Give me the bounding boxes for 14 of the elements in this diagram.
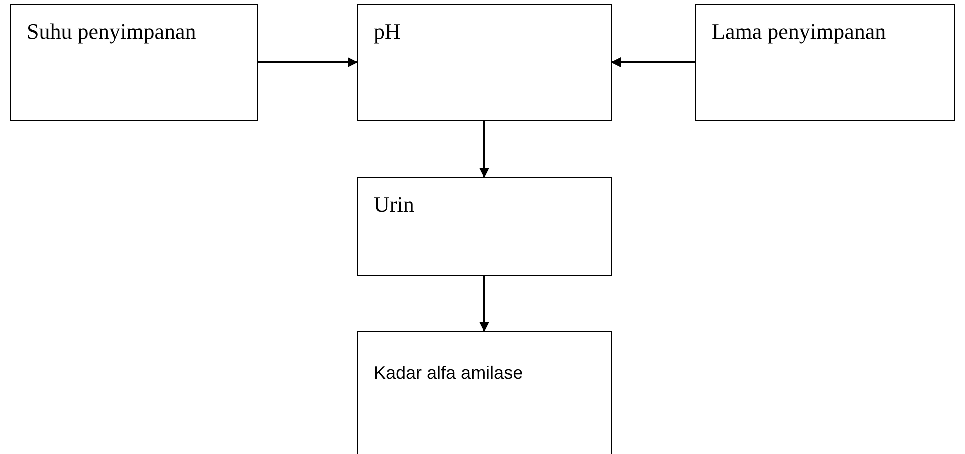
box-label: Urin bbox=[374, 191, 416, 219]
box-label: Suhu penyimpanan bbox=[27, 18, 198, 46]
arrow bbox=[480, 276, 490, 332]
box-label: pH bbox=[374, 18, 402, 46]
process-box bbox=[10, 4, 258, 121]
box-label: Lama penyimpanan bbox=[712, 18, 888, 46]
box-label: Kadar alfa amilase bbox=[374, 362, 524, 385]
process-box bbox=[357, 177, 612, 276]
process-box bbox=[357, 4, 612, 121]
arrow bbox=[611, 58, 695, 68]
process-box bbox=[357, 331, 612, 454]
arrow bbox=[480, 121, 490, 178]
process-box bbox=[695, 4, 955, 121]
arrow bbox=[258, 58, 358, 68]
